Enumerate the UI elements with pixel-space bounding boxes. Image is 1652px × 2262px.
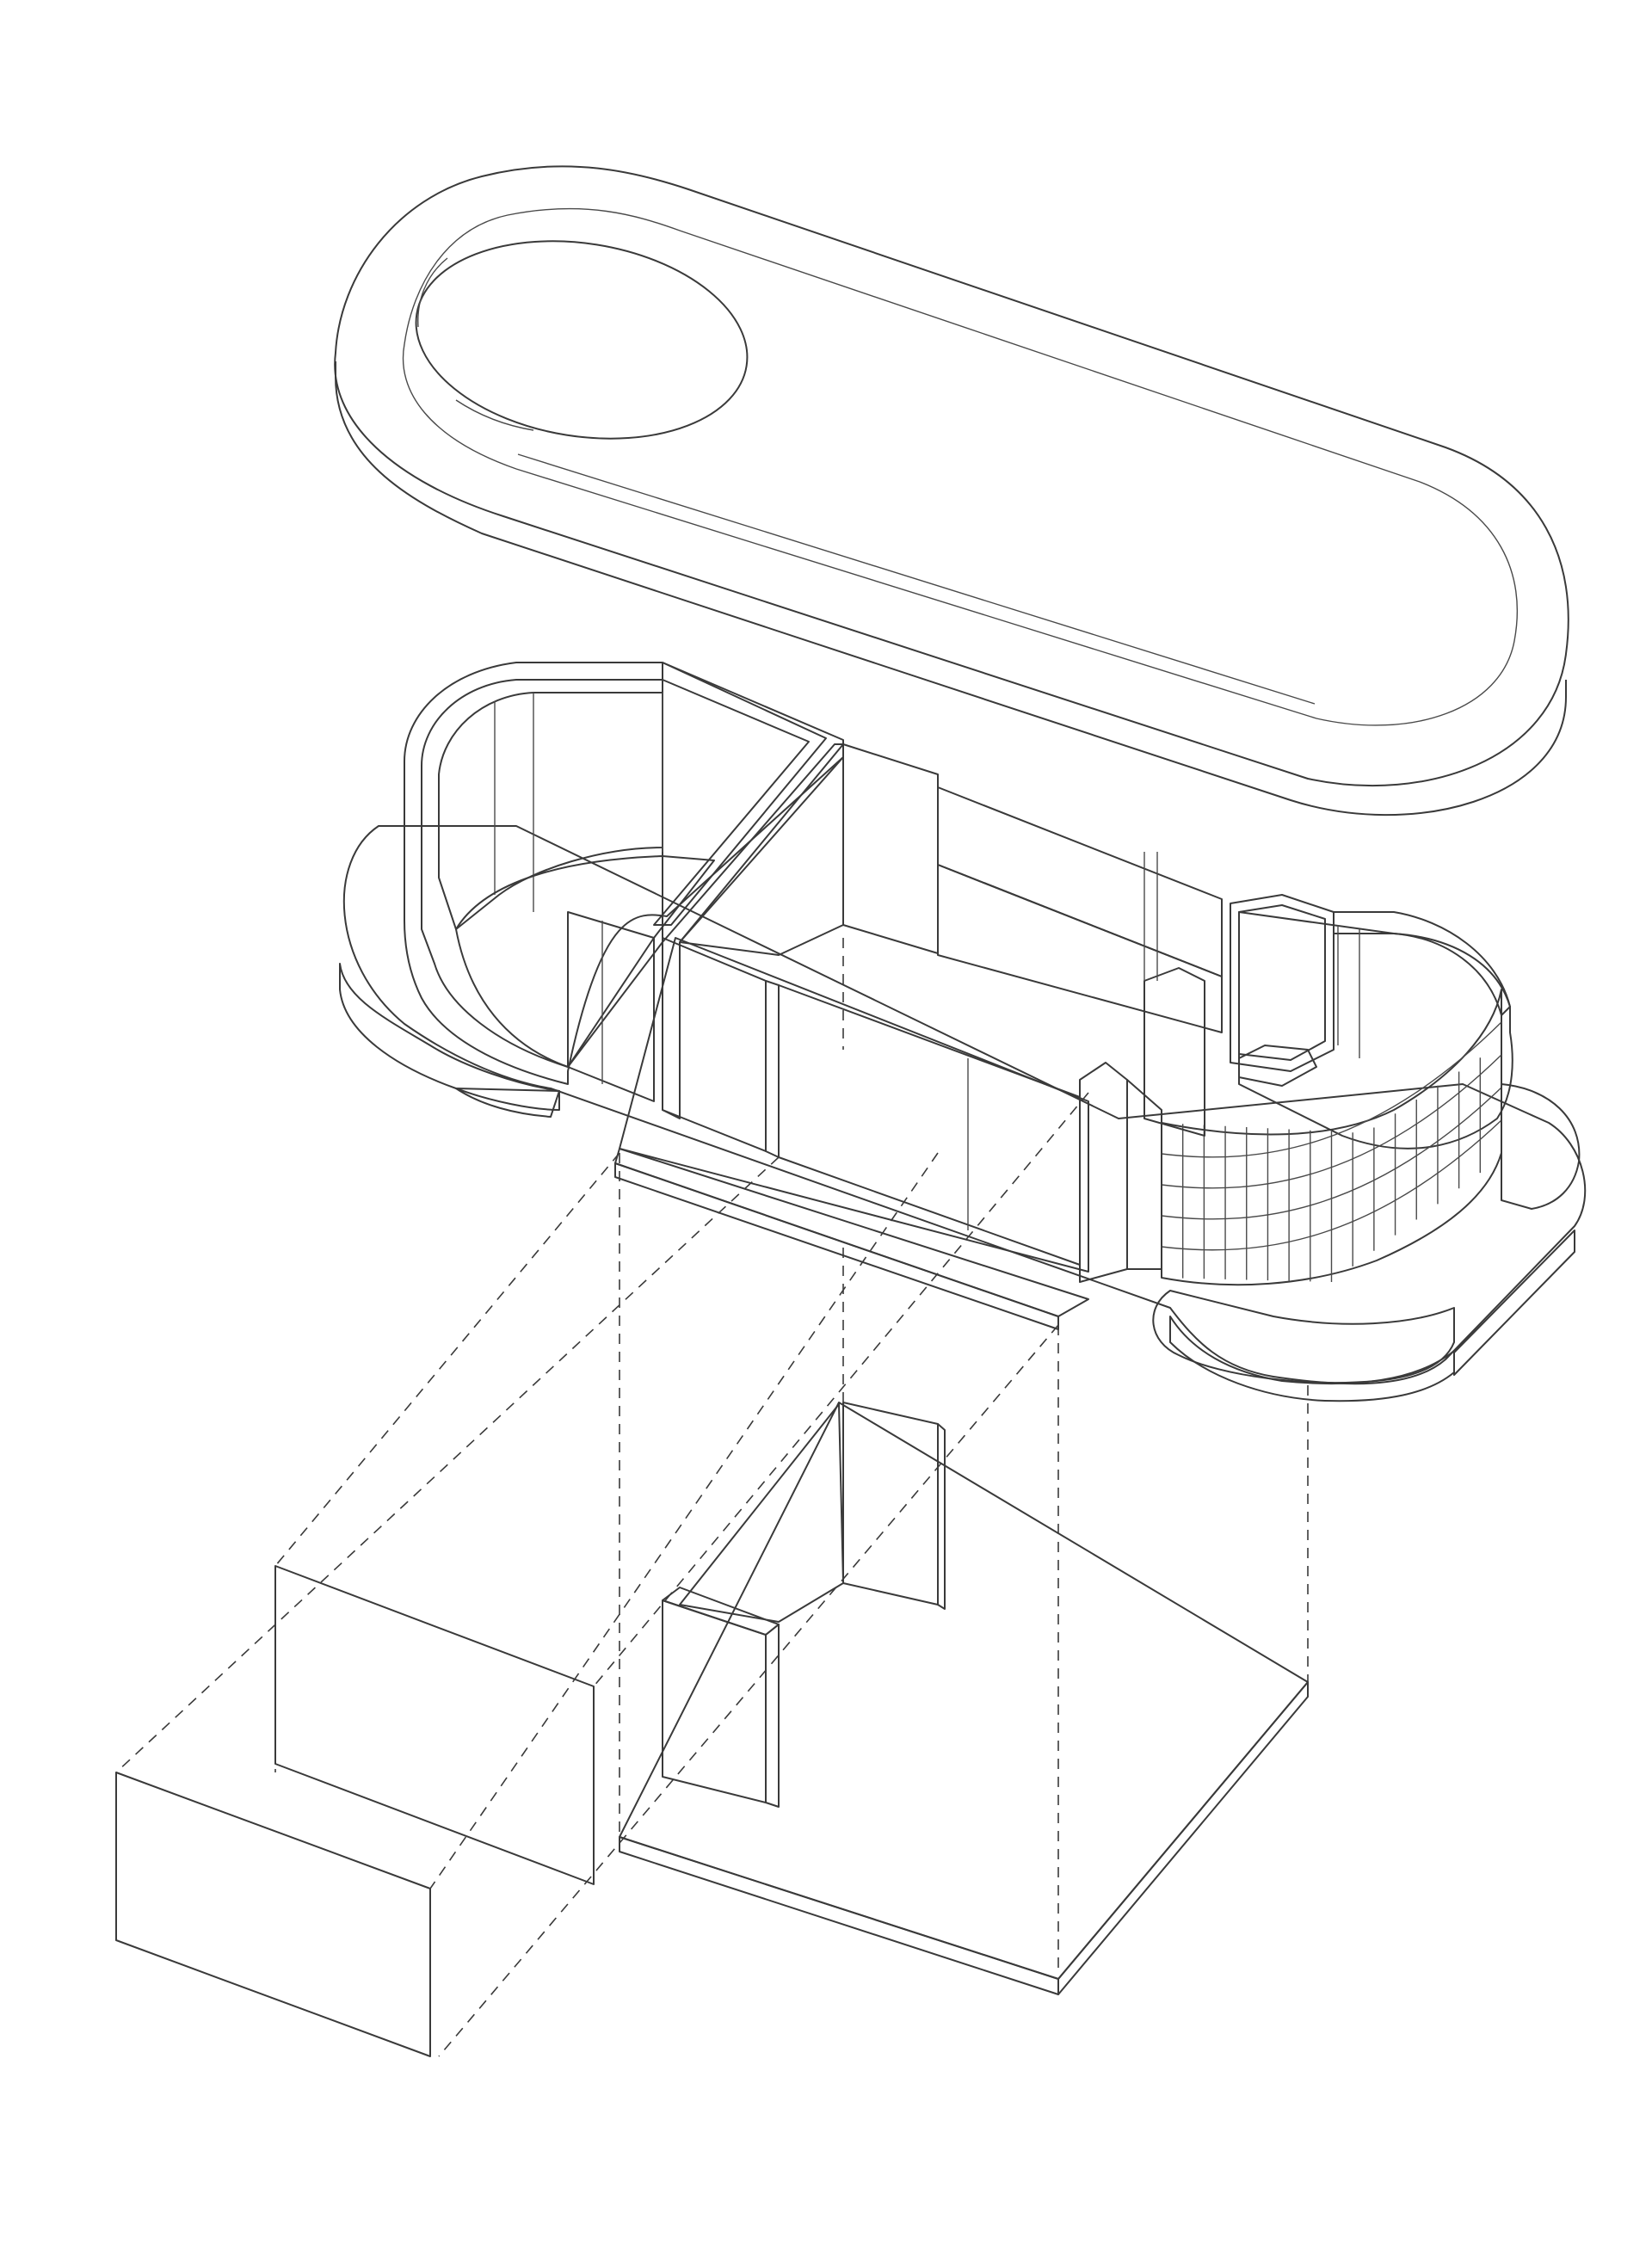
glass-block-joint-horizontal [1161,1119,1502,1251]
glass-block-joint-horizontal [1161,1087,1502,1220]
teal-core [614,743,1223,1330]
right-curved-wall [1238,911,1513,1149]
glass-block-joint-horizontal [1161,1054,1502,1189]
teal-core-back-wall [842,743,939,954]
roof-slab-edge [335,361,1567,817]
left-curved-wall [404,662,844,1085]
glass-panel-front [115,1772,431,2057]
teal-core-exploded [619,1402,1309,1995]
teal-core-left-wall [662,743,844,1119]
roof-slab [334,165,1569,817]
roof-slab-top [334,165,1569,787]
base-platform-edge [339,963,560,1111]
roof-inner-rim [402,207,1518,726]
base-platform-top [342,825,1587,1385]
teal-core-floor [619,937,1089,1273]
glass-block-wall [1161,989,1502,1286]
roof-skylight-opening [415,240,749,440]
main-volume [339,662,1587,1402]
glass-block-joint-horizontal [1161,1021,1502,1158]
glass-panel-back [274,1565,595,1885]
teal-core-exploded-floor [619,1402,1309,1980]
